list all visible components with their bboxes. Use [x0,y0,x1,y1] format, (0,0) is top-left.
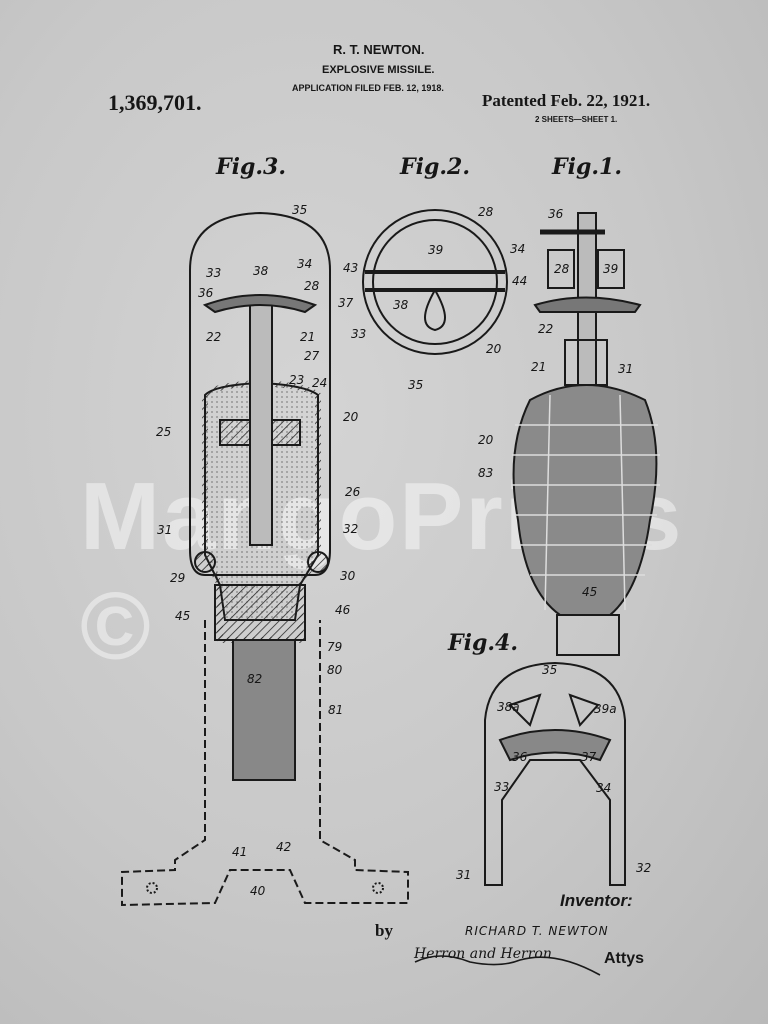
ref-numeral: 38 [253,264,269,278]
fig3-label: Fig.3. [216,154,286,180]
ref-numeral: 38a [497,700,520,714]
patent-number: 1,369,701. [108,90,202,115]
ref-numeral: 36 [198,286,214,300]
ref-numeral: 35 [292,203,308,217]
ref-numeral: 42 [276,840,292,854]
ref-numeral: 43 [343,261,359,275]
fig2-label: Fig.2. [400,154,470,180]
ref-numeral: 23 [289,373,305,387]
ref-numeral: 31 [456,868,472,882]
ref-numeral: 41 [232,845,248,859]
ref-numeral: 81 [328,703,344,717]
ref-numeral: 27 [304,349,320,363]
ref-numeral: 34 [596,781,612,795]
ref-numeral: 22 [206,330,222,344]
fig4-label: Fig.4. [448,630,518,656]
ref-numeral: 20 [478,433,494,447]
fig4-drawing [484,661,626,886]
ref-numeral: 31 [618,362,634,376]
ref-numeral: 33 [351,327,367,341]
fig1-label: Fig.1. [552,154,622,180]
ref-numeral: 40 [250,884,266,898]
ref-numeral: 37 [338,296,354,310]
patented-date: Patented Feb. 22, 1921. [482,91,651,110]
ref-numeral: 26 [345,485,361,499]
ref-numeral: 39 [428,243,444,257]
inventor-label: Inventor: [560,891,633,910]
ref-numeral: 21 [300,330,316,344]
ref-numeral: 33 [206,266,222,280]
ref-numeral: 35 [408,378,424,392]
ref-numeral: 31 [157,523,173,537]
ref-numeral: 24 [312,376,328,390]
application-filed: APPLICATION FILED FEB. 12, 1918. [292,83,444,93]
ref-numeral: 34 [297,257,313,271]
ref-numeral: 28 [554,262,570,276]
ref-numeral: 35 [542,663,558,677]
ref-numeral: 34 [510,242,526,256]
attys-label: Attys [604,950,645,967]
ref-numeral: 32 [636,861,652,875]
by-label: by [375,921,393,940]
ref-numeral: 83 [478,466,494,480]
ref-numeral: 28 [304,279,320,293]
ref-numeral: 79 [327,640,343,654]
ref-numeral: 20 [343,410,359,424]
ref-numeral: 80 [327,663,343,677]
fig3-drawing [121,211,409,907]
ref-numeral: 45 [582,585,598,599]
inventor-name: RICHARD T. NEWTON [465,924,609,938]
attorney-signature-stroke [414,955,601,976]
patent-title: EXPLOSIVE MISSILE. [322,64,435,76]
ref-numeral: 36 [548,207,564,221]
ref-numeral: 37 [581,750,597,764]
ref-numeral: 28 [478,205,494,219]
ref-numeral: 82 [247,672,263,686]
fig1-drawing [512,212,660,656]
ref-numeral: 45 [175,609,191,623]
ref-numeral: 21 [531,360,547,374]
inventor-short: R. T. NEWTON. [333,42,425,57]
ref-numeral: 36 [512,750,528,764]
ref-numeral: 29 [170,571,186,585]
ref-numeral: 22 [538,322,554,336]
fig2-drawing [362,209,508,355]
ref-numeral: 33 [494,780,510,794]
sheet-count: 2 SHEETS—SHEET 1. [535,115,618,124]
ref-numeral: 25 [156,425,172,439]
ref-numeral: 32 [343,522,359,536]
ref-numeral: 30 [340,569,356,583]
ref-numeral: 39a [594,702,617,716]
ref-numeral: 20 [486,342,502,356]
ref-numeral: 46 [335,603,351,617]
attorney-signature: Herron and Herron [414,946,552,962]
ref-numeral: 38 [393,298,409,312]
ref-numeral: 39 [603,262,619,276]
ref-numeral: 44 [512,274,528,288]
